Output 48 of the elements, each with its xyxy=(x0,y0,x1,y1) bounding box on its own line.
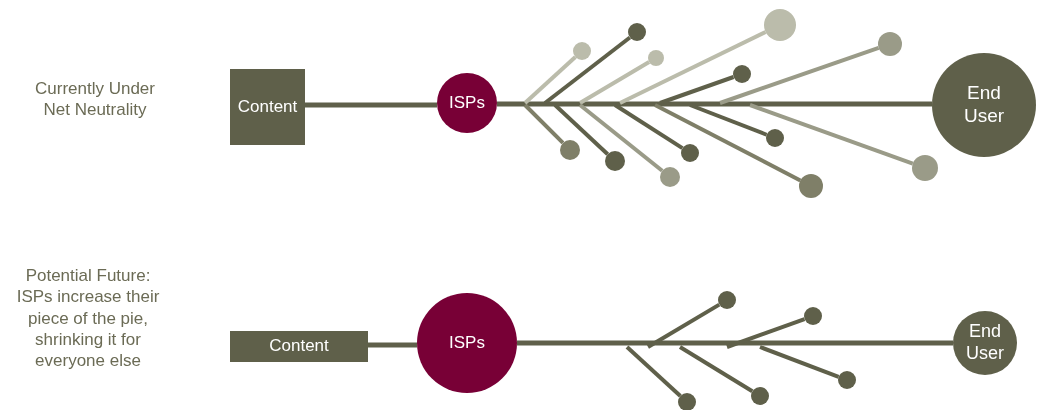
dot xyxy=(733,65,751,83)
dot xyxy=(878,32,902,56)
branch-line xyxy=(523,55,577,105)
side-note: Currently Under Net Neutrality xyxy=(34,78,156,121)
end-user-circle: End User xyxy=(932,53,1036,157)
branch-line xyxy=(678,345,754,393)
dot xyxy=(628,23,646,41)
branch-line xyxy=(689,103,768,137)
dot xyxy=(560,140,580,160)
content-box: Content xyxy=(230,69,305,145)
branch-line xyxy=(543,35,632,105)
branch-line xyxy=(719,46,880,105)
dot xyxy=(660,167,680,187)
connector-line xyxy=(368,342,417,348)
branch-line xyxy=(625,345,682,398)
dot xyxy=(764,9,796,41)
connector-line xyxy=(305,102,437,108)
dot xyxy=(804,307,822,325)
dot xyxy=(912,155,938,181)
end-user-circle: End User xyxy=(953,311,1017,375)
branch-line xyxy=(654,103,802,183)
dot xyxy=(718,291,736,309)
isp-circle: ISPs xyxy=(437,73,497,133)
isp-circle: ISPs xyxy=(417,293,517,393)
branch-line xyxy=(749,103,914,166)
dot xyxy=(681,144,699,162)
dot xyxy=(838,371,856,389)
branch-line xyxy=(553,103,610,156)
connector-line xyxy=(517,340,953,346)
dot xyxy=(678,393,696,410)
side-note: Potential Future: ISPs increase their piece of the pie, shrinking it for everyone else xyxy=(15,265,161,372)
dot xyxy=(766,129,784,147)
dot xyxy=(751,387,769,405)
dot xyxy=(573,42,591,60)
dot xyxy=(605,151,625,171)
content-box: Content xyxy=(230,331,368,362)
branch-line xyxy=(659,75,735,105)
branch-line xyxy=(523,103,565,145)
branch-line xyxy=(759,345,840,379)
branch-line xyxy=(578,60,651,105)
dot xyxy=(648,50,664,66)
branch-line xyxy=(647,302,721,349)
connector-line xyxy=(497,101,932,107)
branch-line xyxy=(726,317,806,349)
branch-line xyxy=(578,103,664,173)
branch-line xyxy=(619,30,767,105)
branch-line xyxy=(613,103,684,150)
dot xyxy=(799,174,823,198)
